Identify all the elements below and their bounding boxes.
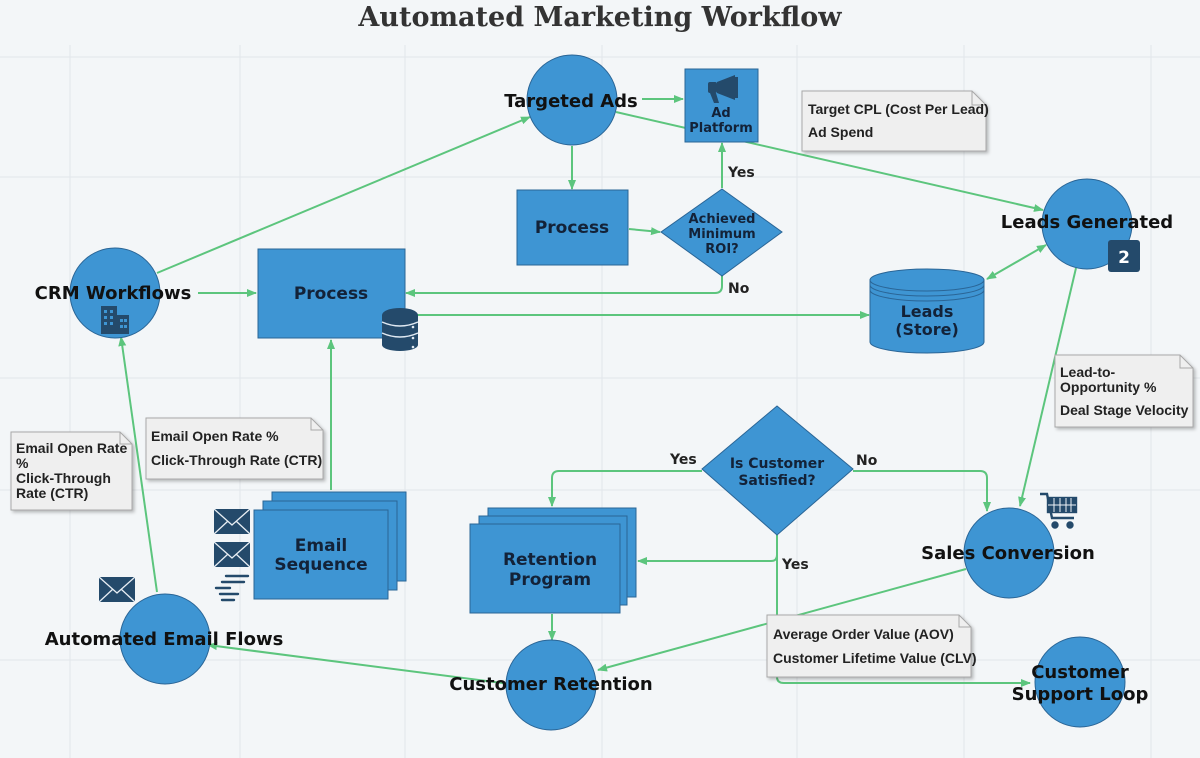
note-lead-metric-1: Lead-to- [1060, 364, 1116, 380]
edge-satisfied-yes-to-retention [548, 470, 702, 507]
process-main-label: Process [294, 284, 368, 304]
note-lead-metric-2: Opportunity % [1060, 379, 1157, 395]
node-automated-email-flows[interactable]: Automated Email Flows [45, 593, 284, 685]
satisfied-yes-left-label: Yes [669, 452, 697, 468]
roi-no-label: No [728, 281, 750, 297]
note-email-left-3: Click-Through [16, 470, 111, 486]
node-ad-platform[interactable]: Ad Platform [684, 68, 759, 143]
satisfied-no-label: No [856, 453, 878, 469]
cart-icon [1040, 492, 1078, 529]
node-process-top[interactable]: Process [516, 189, 629, 266]
node-targeted-ads[interactable]: Targeted Ads [504, 54, 638, 146]
note-email-center-2: Click-Through Rate (CTR) [151, 452, 322, 468]
customer-support-loop-line-1: Customer [1031, 662, 1129, 683]
note-value-metric-1: Average Order Value (AOV) [773, 626, 954, 642]
note-email-left-1: Email Open Rate [16, 440, 127, 456]
process-top-label: Process [535, 218, 609, 238]
leads-store-line-2: (Store) [895, 320, 959, 339]
sales-conversion-label: Sales Conversion [921, 543, 1095, 564]
count-badge-value: 2 [1118, 248, 1130, 268]
retention-program-line-2: Program [509, 570, 591, 590]
ad-platform-label-1: Ad [711, 106, 730, 121]
note-value-metrics [766, 614, 972, 678]
edge-crm-to-targeted-ads [156, 116, 531, 274]
satisfied-line-1: Is Customer [730, 456, 824, 472]
note-email-center-1: Email Open Rate % [151, 428, 279, 444]
megaphone-icon [708, 75, 738, 103]
database-icon [381, 308, 419, 351]
envelope-icon [213, 508, 251, 535]
note-lead-metric-3: Deal Stage Velocity [1060, 402, 1189, 418]
edge-process-to-roi [628, 227, 661, 236]
roi-line-2: Minimum [688, 227, 755, 242]
diagram-title: Automated Marketing Workflow [358, 2, 842, 33]
node-sales-conversion[interactable]: Sales Conversion [921, 507, 1095, 599]
note-email-left-4: Rate (CTR) [16, 485, 88, 501]
satisfied-line-2: Satisfied? [738, 473, 815, 489]
node-customer-retention[interactable]: Customer Retention [449, 639, 653, 731]
roi-line-3: ROI? [705, 242, 738, 257]
edge-email-flows-to-crm [118, 336, 158, 593]
retention-program-line-1: Retention [503, 550, 597, 570]
envelope-icon [213, 541, 251, 568]
node-process-main[interactable]: Process [257, 248, 419, 351]
node-email-sequence[interactable]: Email Sequence [253, 491, 407, 600]
envelope-icon [98, 576, 136, 603]
email-sequence-line-1: Email [295, 536, 347, 556]
node-roi-decision[interactable]: Achieved Minimum ROI? [660, 188, 783, 277]
building-icon [101, 306, 129, 334]
customer-retention-label: Customer Retention [449, 674, 652, 695]
count-badge: 2 [1108, 240, 1140, 272]
node-crm-workflows[interactable]: CRM Workflows [35, 247, 192, 339]
edge-leads-store-leads-generated [986, 244, 1047, 280]
ad-platform-label-2: Platform [689, 121, 753, 136]
edge-satisfied-down-to-retention-program [637, 535, 778, 565]
note-email-metrics-center [145, 417, 324, 480]
crm-workflows-label: CRM Workflows [35, 283, 192, 304]
email-sequence-line-2: Sequence [274, 555, 367, 575]
roi-yes-label: Yes [727, 165, 755, 181]
note-ads-metric-1: Target CPL (Cost Per Lead) [808, 101, 989, 117]
edge-customer-retention-to-email-flows [207, 642, 511, 685]
targeted-ads-label: Targeted Ads [504, 91, 638, 112]
customer-support-loop-line-2: Support Loop [1012, 684, 1149, 705]
satisfied-yes-down-label: Yes [781, 557, 809, 573]
node-retention-program[interactable]: Retention Program [469, 507, 637, 614]
roi-line-1: Achieved [689, 212, 756, 227]
note-ads-metric-2: Ad Spend [808, 124, 873, 140]
note-email-metrics-left [10, 431, 133, 511]
note-value-metric-2: Customer Lifetime Value (CLV) [773, 650, 977, 666]
leads-generated-label: Leads Generated [1001, 212, 1173, 233]
node-customer-support-loop[interactable]: Customer Support Loop [1012, 636, 1149, 728]
note-ads-metrics [801, 90, 987, 152]
edge-leads-generated-to-sales [1018, 267, 1077, 507]
leads-store-line-1: Leads [901, 302, 954, 321]
note-email-left-2: % [16, 455, 29, 471]
note-lead-metrics [1054, 354, 1194, 428]
node-satisfied-decision[interactable]: Is Customer Satisfied? [701, 405, 854, 536]
node-leads-store[interactable]: Leads (Store) [869, 268, 985, 354]
edge-roi-no-to-process [405, 276, 723, 297]
automated-email-flows-label: Automated Email Flows [45, 629, 284, 650]
speed-lines-icon [214, 574, 250, 602]
edge-satisfied-no-to-sales [853, 470, 991, 512]
node-leads-generated[interactable]: Leads Generated 2 [1001, 178, 1173, 272]
